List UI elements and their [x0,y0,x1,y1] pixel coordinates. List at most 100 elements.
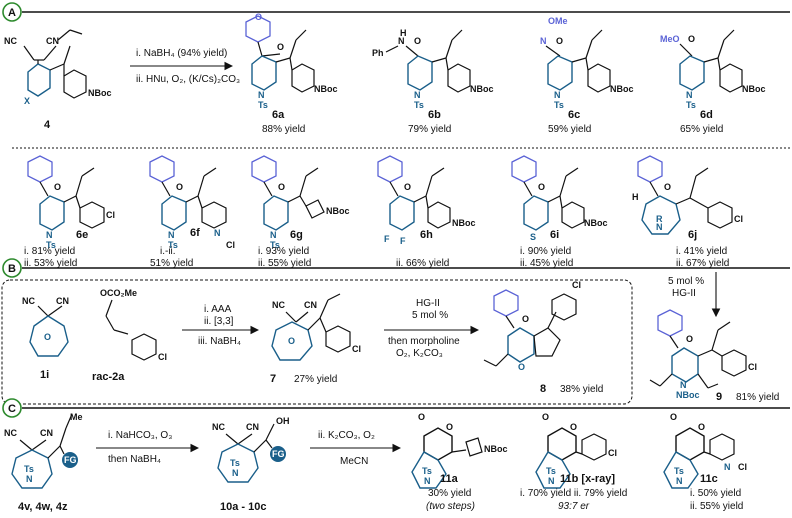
svg-text:27% yield: 27% yield [294,374,337,385]
svg-text:4v, 4w, 4z: 4v, 4w, 4z [18,501,68,513]
product-6b: Ph N H O N Ts NBoc 6b 79% yield [372,28,494,135]
svg-text:NBoc: NBoc [676,390,700,400]
svg-text:11b [x-ray]: 11b [x-ray] [560,473,615,485]
svg-text:N: N [686,90,693,100]
svg-text:OH: OH [276,416,290,426]
product-6f: O N Ts N Cl 6f i.-ii. 51% yield [149,155,235,269]
svg-text:6h: 6h [420,229,433,241]
product-6h: O F F NBoc 6h ii. 66% yield [377,155,476,269]
svg-text:O: O [176,182,183,192]
compound-8: O O Cl 8 38% yield [483,280,603,395]
compound-9: O N NBoc Cl 9 81% yield [649,309,779,403]
compound-11a: O O Ts N NBoc 11a 30% yield (two steps) [411,412,508,512]
svg-text:i. 81% yield: i. 81% yield [24,246,75,257]
svg-text:N: N [214,228,221,238]
svg-text:O: O [664,182,671,192]
svg-text:N: N [270,230,277,240]
svg-text:NBoc: NBoc [610,84,634,94]
svg-text:Cl: Cl [158,352,167,362]
svg-text:CN: CN [46,36,59,46]
svg-text:6i: 6i [550,229,559,241]
svg-text:ii. 66% yield: ii. 66% yield [396,258,449,269]
svg-text:i. 93% yield: i. 93% yield [258,246,309,257]
svg-text:N: N [676,476,683,486]
svg-text:HG-II: HG-II [416,298,440,309]
svg-text:6f: 6f [190,227,200,239]
svg-text:O: O [277,42,284,52]
svg-text:Ts: Ts [168,240,178,250]
svg-text:O: O [698,422,705,432]
svg-text:NC: NC [4,36,17,46]
svg-text:11c: 11c [700,473,718,485]
svg-text:NBoc: NBoc [584,218,608,228]
svg-text:7: 7 [270,373,276,385]
svg-text:ii. HNu, O₂, (K/Cs)₂CO₃: ii. HNu, O₂, (K/Cs)₂CO₃ [136,74,240,85]
compound-rac-2a: OCO₂Me Cl rac-2a [92,288,167,383]
svg-text:93:7 er: 93:7 er [558,501,590,512]
svg-text:CN: CN [56,296,69,306]
svg-text:rac-2a: rac-2a [92,371,125,383]
svg-text:OCO₂Me: OCO₂Me [100,288,137,298]
svg-text:MeO: MeO [660,34,680,44]
svg-text:O: O [538,182,545,192]
svg-text:N: N [540,36,547,46]
svg-text:O: O [556,36,563,46]
product-6i: O S NBoc 6i i. 90% yield ii. 45% yield [511,155,608,269]
svg-text:Ts: Ts [230,458,240,468]
svg-text:C: C [8,403,16,415]
svg-text:Ts: Ts [554,100,564,110]
svg-text:N: N [554,90,561,100]
compound-11b: O O Ts N Cl 11b [x-ray] i. 70% yield ii.… [520,412,627,512]
svg-text:then NaBH₄: then NaBH₄ [108,454,161,465]
svg-text:N: N [232,468,239,478]
compound-10a-10c: NC CN Ts N OH FG 10a - 10c [212,416,290,513]
svg-text:NBoc: NBoc [742,84,766,94]
svg-text:CN: CN [304,300,317,310]
svg-text:11a: 11a [440,473,459,485]
svg-text:ii. 55% yield: ii. 55% yield [258,258,311,269]
svg-text:Cl: Cl [608,448,617,458]
svg-text:i. 90% yield: i. 90% yield [520,246,571,257]
svg-text:N: N [548,476,555,486]
svg-text:Ts: Ts [546,466,556,476]
svg-text:O: O [255,12,262,22]
svg-text:O: O [688,34,695,44]
svg-text:6g: 6g [290,229,303,241]
arrow-6j-to-9: 5 mol % HG-II [668,272,721,318]
svg-text:O: O [446,422,453,432]
svg-text:i. 41% yield: i. 41% yield [676,246,727,257]
svg-text:Ts: Ts [674,466,684,476]
product-6j: O H R N Cl 6j i. 41% yield ii. 67% yield [632,155,743,269]
product-6c: OMe N O N Ts NBoc 6c 59% yield [540,16,634,135]
svg-text:F: F [400,236,406,246]
svg-text:O: O [288,336,295,346]
svg-text:NC: NC [22,296,35,306]
svg-text:Ts: Ts [414,100,424,110]
svg-text:Cl: Cl [738,462,747,472]
svg-text:Ph: Ph [372,48,384,58]
svg-text:O: O [542,412,549,422]
svg-text:O: O [414,36,421,46]
svg-text:OMe: OMe [548,16,568,26]
svg-text:Cl: Cl [352,344,361,354]
svg-text:O: O [686,334,693,344]
arrow-c1: i. NaHCO₃, O₃ then NaBH₄ [96,430,200,465]
svg-text:Cl: Cl [106,210,115,220]
svg-text:Ts: Ts [24,464,34,474]
product-6g: O N Ts NBoc 6g i. 93% yield ii. 55% yiel… [251,155,350,269]
product-6a: O O N Ts NBoc 6a 88% yield [245,12,338,135]
svg-text:6b: 6b [428,109,441,121]
svg-text:NBoc: NBoc [326,206,350,216]
svg-text:88% yield: 88% yield [262,124,305,135]
svg-text:A: A [8,7,16,19]
svg-text:CN: CN [40,428,53,438]
svg-text:(two steps): (two steps) [426,501,475,512]
arrow-c2: ii. K₂CO₃, O₂ MeCN [310,430,402,467]
svg-text:Me: Me [70,412,83,422]
svg-text:5 mol %: 5 mol % [668,276,704,287]
svg-text:O: O [404,182,411,192]
svg-text:Cl: Cl [226,240,235,250]
svg-text:i. 50% yield: i. 50% yield [690,488,741,499]
svg-text:8: 8 [540,383,546,395]
svg-text:H: H [400,28,407,38]
